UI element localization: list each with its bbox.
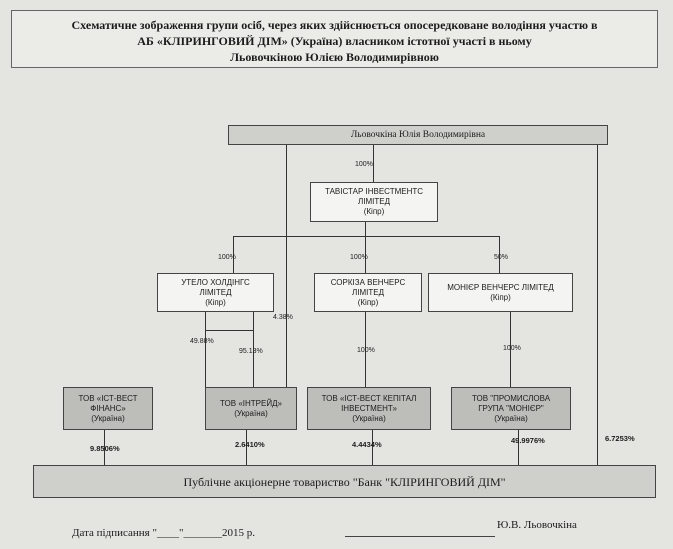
ist-finans-country: (Україна) [91, 413, 125, 423]
prom-group-country: (Україна) [494, 413, 528, 423]
sorkiza-box: СОРКІЗА ВЕНЧЕРС ЛІМІТЕД (Кіпр) [314, 273, 422, 312]
signature-name: Ю.В. Льовочкіна [497, 519, 577, 531]
prom-group-line1: ТОВ "ПРОМИСЛОВА [471, 393, 551, 403]
pct-tavistar-monier: 50% [494, 254, 509, 261]
tavistar-line2: ЛІМІТЕД [358, 197, 390, 206]
signature-line [345, 536, 495, 537]
bank-box: Публічне акціонерне товариство "Банк "КЛ… [33, 465, 656, 498]
pct-owner-tavistar: 100% [355, 161, 373, 168]
bank-name: Публічне акціонерне товариство "Банк "КЛ… [183, 474, 506, 489]
ist-capital-country: (Україна) [352, 413, 386, 423]
pct-prom-bank: 49.9976% [511, 436, 545, 445]
intreid-box: ТОВ «ІНТРЕЙД» (Україна) [205, 387, 297, 430]
pct-ist-finans-bank: 9.8506% [90, 444, 120, 453]
pct-owner-intreid: 4.38% [273, 314, 293, 321]
utelo-line2: ЛІМІТЕД [199, 287, 232, 297]
ist-capital-line1: ТОВ «ІСТ-ВЕСТ КЕПІТАЛ [321, 393, 417, 403]
tavistar-country: (Кіпр) [363, 207, 385, 216]
ist-finans-line2: ФІНАНС» [90, 403, 126, 413]
utelo-box: УТЕЛО ХОЛДІНГС ЛІМІТЕД (Кіпр) [157, 273, 274, 312]
diagram-title: Схематичне зображення групи осіб, через … [11, 10, 658, 68]
sorkiza-line2: ЛІМІТЕД [352, 287, 384, 297]
pct-utelo-ist-finans: 49.88% [190, 338, 214, 345]
intreid-country: (Україна) [234, 408, 268, 418]
prom-group-line2: ГРУПА "МОНІЄР" [478, 403, 544, 413]
pct-monier-prom: 100% [503, 345, 521, 352]
intreid-line1: ТОВ «ІНТРЕЙД» [220, 398, 282, 408]
pct-intreid-bank: 2.6410% [235, 440, 265, 449]
sorkiza-country: (Кіпр) [357, 297, 379, 307]
pct-owner-bank: 6.7253% [605, 434, 635, 443]
title-line-3: Льовочкіною Юлією Володимирівною [230, 50, 439, 64]
tavistar-line1: ТАВІСТАР ІНВЕСТМЕНТС [324, 187, 424, 196]
sorkiza-line1: СОРКІЗА ВЕНЧЕРС [330, 277, 406, 287]
ist-capital-box: ТОВ «ІСТ-ВЕСТ КЕПІТАЛ ІНВЕСТМЕНТ» (Украї… [307, 387, 431, 430]
ist-capital-line2: ІНВЕСТМЕНТ» [341, 403, 397, 413]
title-line-2: АБ «КЛІРИНГОВИЙ ДІМ» (Україна) власником… [137, 34, 532, 48]
utelo-country: (Кіпр) [205, 297, 226, 307]
title-line-1: Схематичне зображення групи осіб, через … [71, 18, 598, 32]
monier-ventures-box: МОНІЄР ВЕНЧЕРС ЛІМІТЕД (Кіпр) [428, 273, 573, 312]
pct-capital-bank: 4.4434% [352, 440, 382, 449]
monier-country: (Кіпр) [490, 292, 511, 302]
prom-group-box: ТОВ "ПРОМИСЛОВА ГРУПА "МОНІЄР" (Україна) [451, 387, 571, 430]
pct-tavistar-utelo: 100% [218, 254, 236, 261]
signature-date: Дата підписання "____"_______2015 р. [72, 527, 255, 539]
ist-finans-box: ТОВ «ІСТ-ВЕСТ ФІНАНС» (Україна) [63, 387, 153, 430]
monier-line1: МОНІЄР ВЕНЧЕРС ЛІМІТЕД [447, 282, 554, 292]
pct-utelo-intreid: 95.13% [239, 348, 263, 355]
pct-sorkiza-capital: 100% [357, 347, 375, 354]
owner-name: Льовочкіна Юлія Володимирівна [350, 130, 486, 140]
owner-box: Льовочкіна Юлія Володимирівна [228, 125, 608, 145]
utelo-line1: УТЕЛО ХОЛДІНГС [181, 277, 250, 287]
ist-finans-line1: ТОВ «ІСТ-ВЕСТ [78, 393, 138, 403]
pct-tavistar-sorkiza: 100% [350, 254, 368, 261]
tavistar-box: ТАВІСТАР ІНВЕСТМЕНТС ЛІМІТЕД (Кіпр) [310, 182, 438, 222]
